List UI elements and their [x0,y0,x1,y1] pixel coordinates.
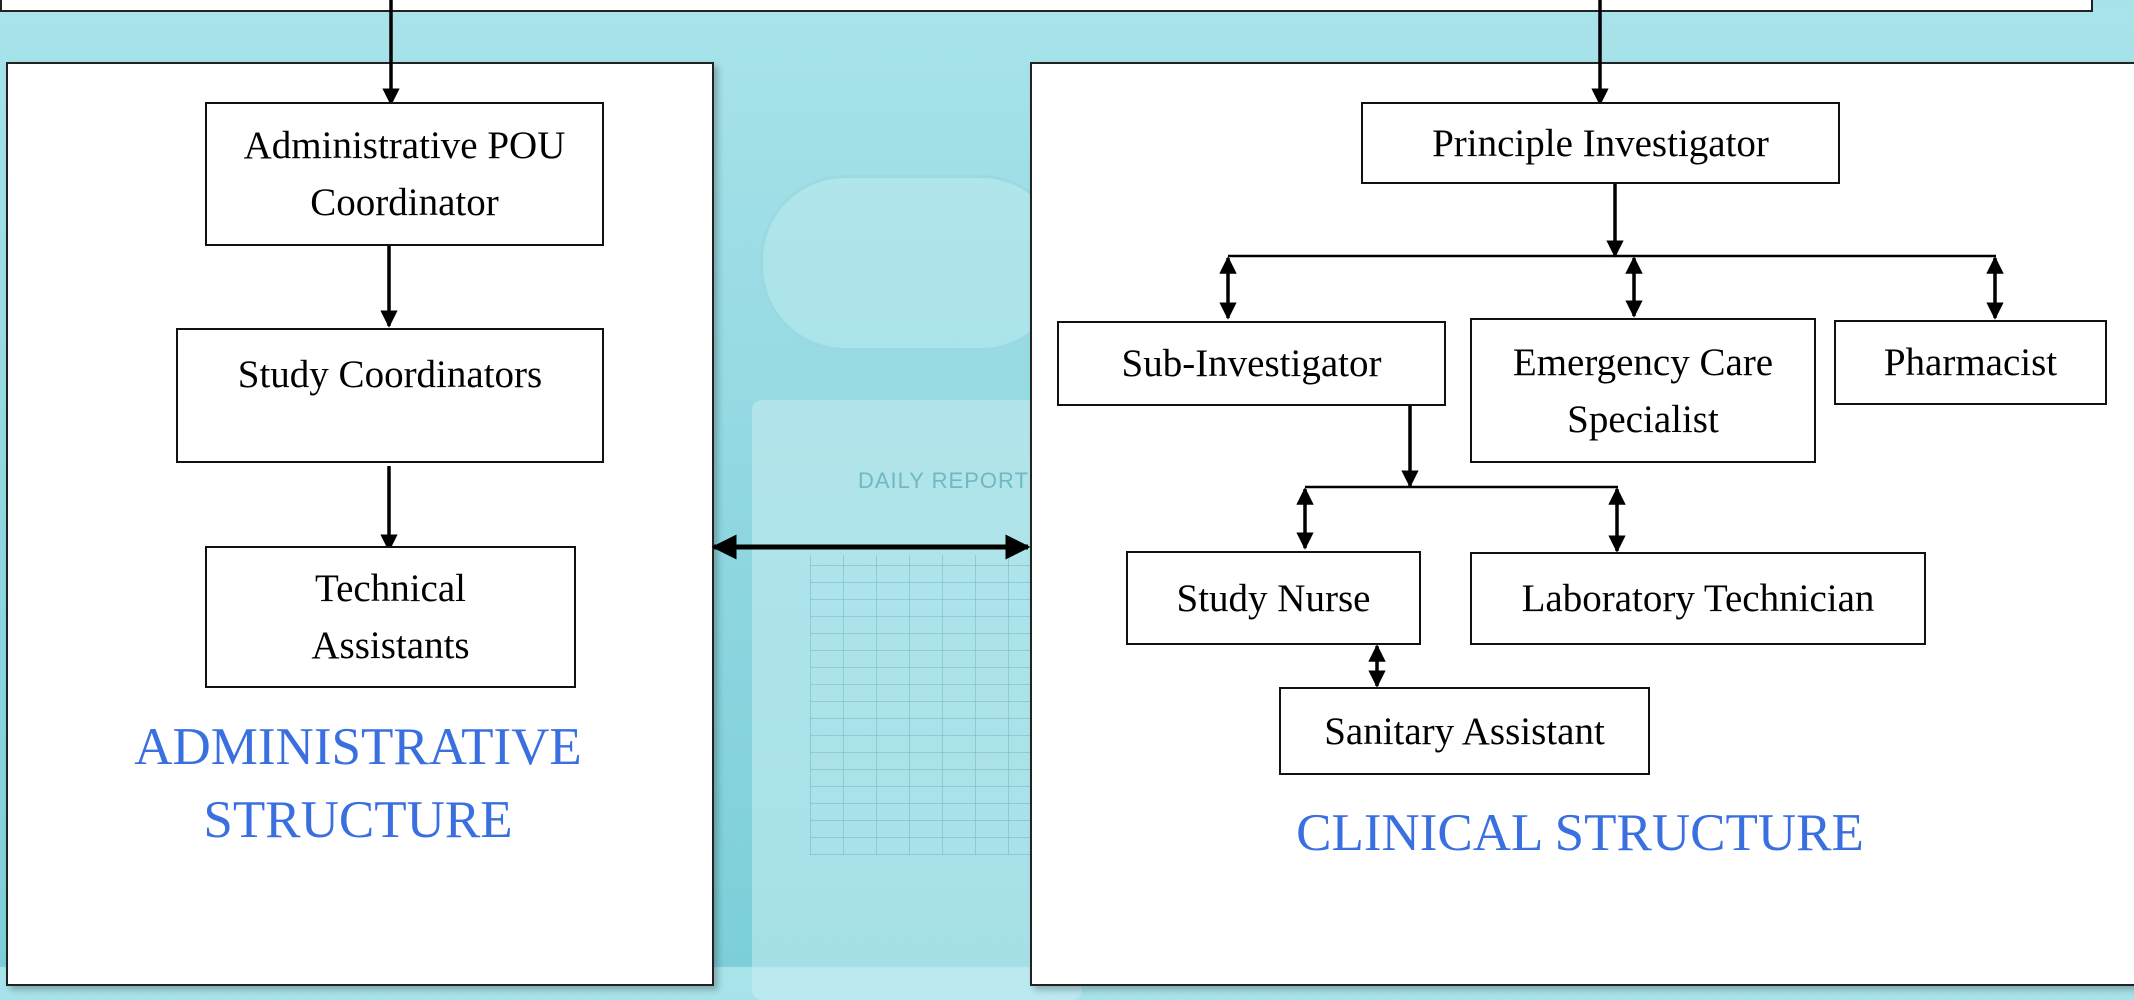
node-laboratory-technician: Laboratory Technician [1470,552,1926,645]
node-principal-investigator: Principle Investigator [1361,102,1840,184]
clipboard-decoration [752,400,1082,1000]
node-label: Laboratory Technician [1521,577,1875,620]
clinical-structure-title: CLINICAL STRUCTURE [1296,804,1864,862]
node-label: Study Nurse [1176,576,1371,620]
node-label: Sub-Investigator [1121,342,1382,385]
node-label: Technical Assistants [311,567,470,667]
node-emergency-care-specialist: Emergency Care Specialist [1470,318,1816,463]
clinical-panel [1030,62,2134,986]
node-label: Sanitary Assistant [1324,709,1605,753]
node-label: Administrative POU Coordinator [243,124,566,224]
node-pharmacist: Pharmacist [1834,320,2107,405]
capsule-decoration [760,175,1066,351]
clipboard-grid [810,555,1040,855]
clipboard-label: DAILY REPORT [858,468,1029,493]
node-label: Pharmacist [1883,341,2058,384]
node-administrative-pou-coordinator: Administrative POU Coordinator [205,102,604,246]
node-sanitary-assistant: Sanitary Assistant [1279,687,1650,775]
node-technical-assistants: Technical Assistants [205,546,576,688]
connector-lines [380,0,2004,688]
node-label: Principle Investigator [1432,121,1769,165]
node-study-coordinators: Study Coordinators [176,328,604,463]
node-label: Emergency Care Specialist [1512,340,1774,441]
node-label: Study Coordinators [237,353,543,396]
admin-structure-title: ADMINISTRATIVE STRUCTURE [134,718,582,849]
node-study-nurse: Study Nurse [1126,551,1421,645]
top-header-box [0,0,2093,12]
node-sub-investigator: Sub-Investigator [1057,321,1446,406]
